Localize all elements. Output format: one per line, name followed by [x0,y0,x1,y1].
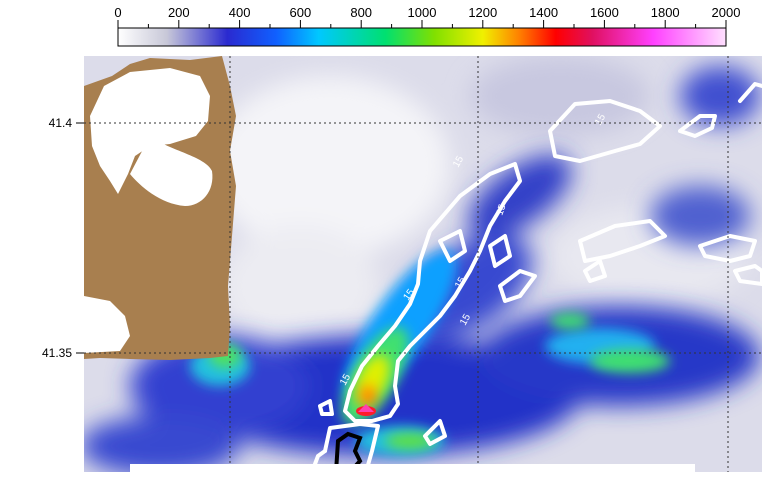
contour-label: 15 [593,112,608,128]
contour-label: 15 [451,154,466,170]
colorbar-svg: 0 200 400 600 800 1000 1200 1400 1600 1800 2000 [114,5,740,47]
field-peak-magenta [358,404,374,412]
colorbar-tick-label: 0 [114,5,121,20]
contour-lines [310,82,762,472]
colorbar-tick-label: 1400 [529,5,558,20]
colorbar-tick-label: 600 [290,5,312,20]
inland-water-2 [130,136,213,206]
colorbar: 0 200 400 600 800 1000 1200 1400 1600 1800 2000 [0,0,762,56]
bottom-white-box [130,464,695,472]
contour-label: 15 [338,372,353,388]
colorbar-tick-label: 2000 [712,5,741,20]
lat-label-41.35: 41.35 [42,346,72,360]
colorbar-gradient [117,27,727,47]
inland-water [90,68,210,194]
colorbar-tick-label: 1200 [468,5,497,20]
colorbar-tick-label: 1800 [651,5,680,20]
contour-label: 15 [453,275,468,291]
colorbar-tick-label: 400 [229,5,251,20]
colorbar-tick-label: 1000 [408,5,437,20]
contour-label: 15 [458,312,473,328]
contour-label: 15 [494,202,508,217]
contour-black [334,431,363,472]
colorbar-tick-label: 800 [350,5,372,20]
field-light-areas [210,56,750,346]
lat-label-41.4: 41.4 [49,116,73,130]
inland-water-3 [84,296,130,353]
colorbar-tick-label: 200 [168,5,190,20]
colorbar-ticks: 0 200 400 600 800 1000 1200 1400 1600 1800 2000 [114,5,740,28]
colorbar-tick-label: 1600 [590,5,619,20]
field-core [354,354,390,408]
